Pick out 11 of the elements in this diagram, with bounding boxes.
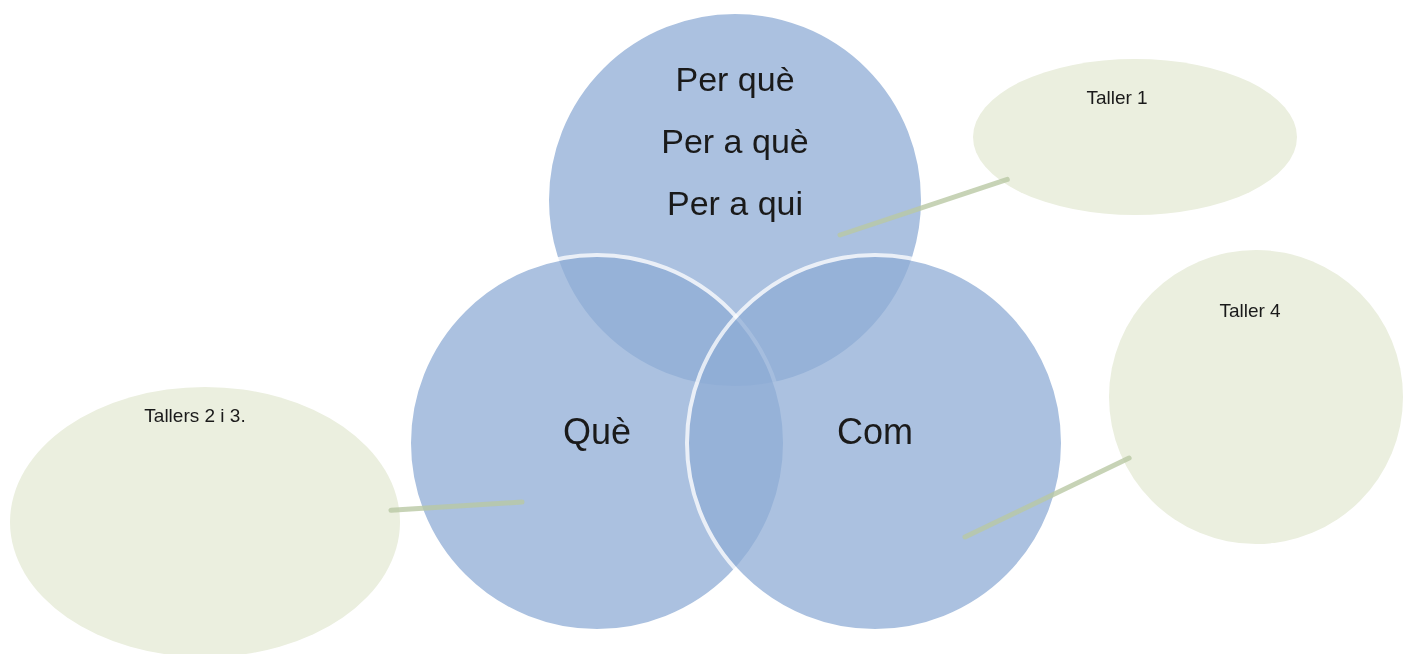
circle-label: Què: [562, 411, 631, 454]
callout-tail: [962, 455, 1132, 540]
bubble-label: Taller 1: [1086, 86, 1148, 109]
bubble-label: Taller 4: [1219, 299, 1281, 322]
circle-label: Per a què: [661, 121, 809, 161]
circle-label: Per a qui: [666, 183, 804, 223]
bubble-label: Tallers 2 i 3.: [144, 404, 246, 427]
circle-label: Com: [837, 411, 913, 454]
circle-label: Per què: [675, 59, 795, 99]
callout-tail: [388, 499, 525, 513]
callout-tail: [837, 176, 1010, 238]
